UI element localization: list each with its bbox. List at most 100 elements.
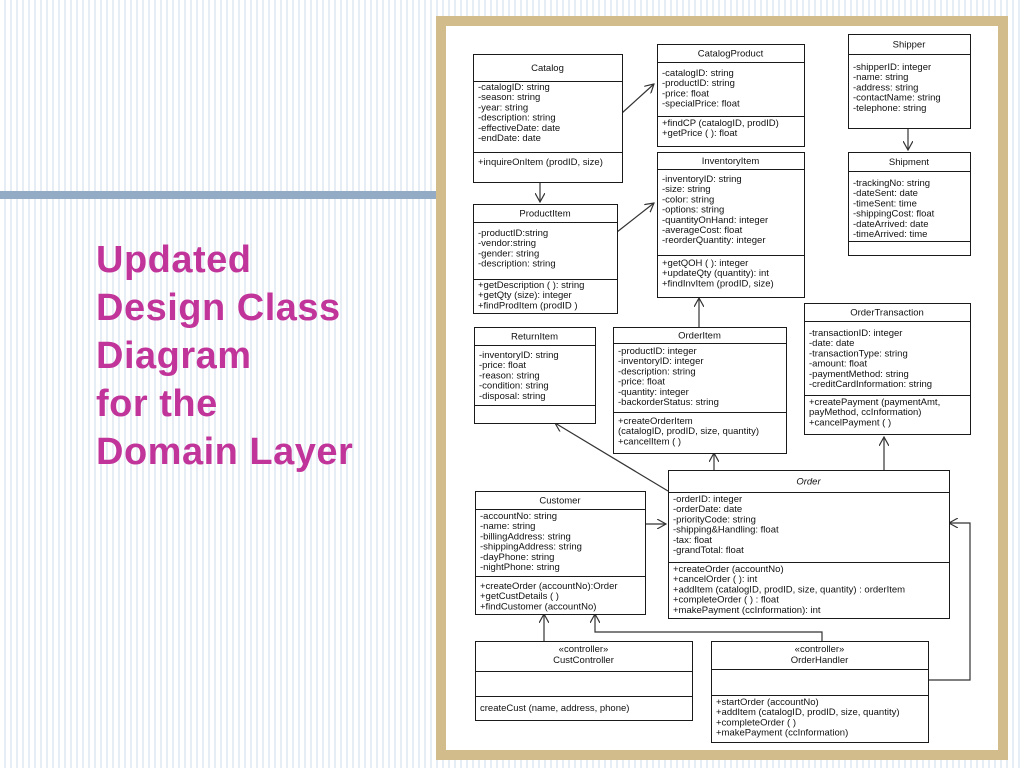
class-attribute: -shippingCost: float <box>853 209 935 220</box>
class-method: +findCustomer (accountNo) <box>480 601 596 612</box>
class-box <box>804 303 971 435</box>
arrow-productitem-to-inventoryitem <box>616 203 654 233</box>
class-attribute: -price: float <box>662 88 709 99</box>
class-name: OrderHandler <box>791 655 849 666</box>
class-method: +cancelItem ( ) <box>618 436 681 447</box>
class-attribute: -timeArrived: time <box>853 229 927 240</box>
class-attribute: -shipping&Handling: float <box>673 525 779 536</box>
class-attribute: -priorityCode: string <box>673 514 756 525</box>
class-attribute: -color: string <box>662 194 714 205</box>
class-name: Catalog <box>531 63 564 74</box>
class-attribute: -inventoryID: string <box>479 350 559 361</box>
class-method: +completeOrder ( ) <box>716 717 796 728</box>
class-name: ReturnItem <box>511 332 558 343</box>
class-method: +startOrder (accountNo) <box>716 697 819 708</box>
class-attribute: -trackingNo: string <box>853 178 930 189</box>
class-method: +createPayment (paymentAmt, <box>809 397 940 408</box>
class-attribute: -address: string <box>853 82 918 93</box>
class-attribute: -productID:string <box>478 228 548 239</box>
arrow-order-to-returnitem <box>555 423 669 492</box>
class-box <box>475 641 693 721</box>
title-line-5: Domain Layer <box>96 431 354 473</box>
class-method: +getCustDetails ( ) <box>480 591 559 602</box>
class-box <box>668 470 950 619</box>
class-name: CustController <box>553 655 614 666</box>
class-attribute: -disposal: string <box>479 391 546 402</box>
class-method: +findCP (catalogID, prodID) <box>662 118 779 129</box>
class-method: +findInvItem (prodID, size) <box>662 278 774 289</box>
class-method: (catalogID, prodID, size, quantity) <box>618 426 759 437</box>
class-order-handler: «controller»OrderHandler +startOrder (acc… <box>711 641 929 743</box>
class-attribute: -shipperID: integer <box>853 62 931 73</box>
class-name: OrderItem <box>678 331 721 342</box>
class-method: +updateQty (quantity): int <box>662 268 769 279</box>
class-attribute: -description: string <box>478 113 556 124</box>
class-attribute: -specialPrice: float <box>662 99 740 110</box>
class-attribute: -tax: float <box>673 535 712 546</box>
class-box <box>473 54 623 183</box>
class-product-item: ProductItem -productID:string-vendor:stri… <box>473 204 618 314</box>
class-customer: Customer-accountNo: string-name: string-… <box>475 491 646 615</box>
class-method: +completeOrder ( ) : float <box>673 595 779 606</box>
class-attribute: -transactionType: string <box>809 348 908 359</box>
class-attribute: -billingAddress: string <box>480 531 571 542</box>
class-attribute: -orderDate: date <box>673 504 742 515</box>
class-name: Shipment <box>889 157 929 168</box>
class-attribute: -description: string <box>618 366 696 377</box>
class-order-transaction: OrderTransaction-transactionID: integer-… <box>804 303 971 435</box>
title-line-2: Design Class <box>96 287 341 329</box>
class-attribute: -dateSent: date <box>853 188 918 199</box>
class-attribute: -catalogID: string <box>662 68 734 79</box>
class-attribute: -paymentMethod: string <box>809 369 909 380</box>
class-catalog-product: CatalogProduct -catalogID: string-product… <box>657 44 805 147</box>
slide-title: Updated Design Class Diagram for the Dom… <box>96 236 353 476</box>
class-attribute: -timeSent: time <box>853 198 917 209</box>
class-method: createCust (name, address, phone) <box>480 703 629 714</box>
class-cust-controller: «controller»CustController createCust (na… <box>475 641 693 721</box>
class-name: ProductItem <box>519 209 570 220</box>
class-attribute: -year: string <box>478 102 528 113</box>
class-stereotype: «controller» <box>559 644 609 655</box>
class-method: +getDescription ( ): string <box>478 280 584 291</box>
class-attribute: -grandTotal: float <box>673 545 744 556</box>
class-attribute: -price: float <box>618 377 665 388</box>
class-attribute: -catalogID: string <box>478 82 550 93</box>
class-attribute: -amount: float <box>809 359 867 370</box>
class-attribute: -nightPhone: string <box>480 562 560 573</box>
class-stereotype: «controller» <box>795 644 845 655</box>
class-attribute: -productID: integer <box>618 346 697 357</box>
class-attribute: -vendor:string <box>478 238 536 249</box>
class-attribute: -price: float <box>479 360 526 371</box>
class-method: +getPrice ( ): float <box>662 128 738 139</box>
class-box <box>711 641 929 743</box>
class-attribute: -endDate: date <box>478 133 541 144</box>
class-attribute: -productID: string <box>662 78 735 89</box>
class-attribute: -reason: string <box>479 370 540 381</box>
class-attribute: -season: string <box>478 92 540 103</box>
accent-bar <box>0 191 440 199</box>
class-method: +getQOH ( ): integer <box>662 258 748 269</box>
class-name: CatalogProduct <box>698 49 764 60</box>
class-method: +getQty (size): integer <box>478 290 572 301</box>
class-shipment: Shipment -trackingNo: string-dateSent: da… <box>848 152 971 256</box>
class-catalog: Catalog -catalogID: string-season: string… <box>473 54 623 183</box>
class-method: +createOrder (accountNo):Order <box>480 581 618 592</box>
class-attribute: -reorderQuantity: integer <box>662 235 766 246</box>
class-attribute: -size: string <box>662 184 711 195</box>
title-line-1: Updated <box>96 239 252 281</box>
arrow-catalog-to-catalogproduct <box>621 84 654 114</box>
class-method: +addItem (catalogID, prodID, size, quant… <box>716 707 900 718</box>
class-attribute: -creditCardInformation: string <box>809 379 932 390</box>
class-box <box>657 44 805 147</box>
class-name: Order <box>796 477 821 488</box>
title-line-4: for the <box>96 383 218 425</box>
class-attribute: -contactName: string <box>853 93 941 104</box>
class-method: +createOrderItem <box>618 416 693 427</box>
class-name: Customer <box>539 496 580 507</box>
class-attribute: -quantity: integer <box>618 387 689 398</box>
class-attribute: -backorderStatus: string <box>618 397 719 408</box>
class-name: OrderTransaction <box>850 308 924 319</box>
class-box <box>474 327 596 424</box>
class-attribute: -orderID: integer <box>673 494 742 505</box>
